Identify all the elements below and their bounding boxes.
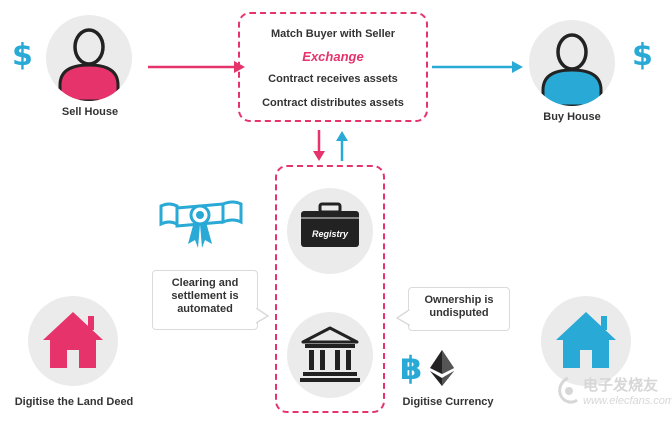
registry-to-exchange-arrowhead	[336, 131, 348, 141]
watermark: 电子发烧友 www.elecfans.com	[555, 372, 672, 412]
contract-receives-text: Contract receives assets	[268, 73, 398, 85]
ownership-line2: undisputed	[429, 307, 489, 319]
seller-avatar	[46, 15, 132, 101]
certificate-icon	[159, 200, 243, 248]
bank-circle	[287, 312, 373, 398]
house-blue-icon	[556, 312, 616, 368]
ownership-callout-pointer	[396, 310, 410, 326]
exchange-title: Exchange	[302, 49, 364, 64]
match-buyer-seller-text: Match Buyer with Seller	[270, 28, 396, 40]
ethereum-icon	[430, 350, 454, 386]
house-circle-right	[541, 296, 631, 386]
buyer-label: Buy House	[543, 111, 601, 123]
ownership-callout: Ownership is undisputed	[408, 287, 510, 331]
exchange-to-buyer-arrowhead	[512, 61, 523, 73]
clearing-line2: settlement is	[171, 290, 239, 302]
contract-distributes-text: Contract distributes assets	[262, 97, 404, 109]
buyer-dollar-icon: $	[632, 38, 653, 73]
seller-person-icon	[58, 28, 120, 101]
exchange-box: Match Buyer with Seller Exchange Contrac…	[238, 12, 428, 122]
exchange-to-registry-arrowhead	[313, 151, 325, 161]
clearing-line1: Clearing and	[171, 277, 239, 289]
buyer-person-icon	[541, 33, 603, 106]
registry-column	[275, 165, 385, 413]
house-pink-icon	[43, 312, 103, 368]
currency-label: Digitise Currency	[402, 396, 494, 408]
seller-label: Sell House	[61, 106, 119, 118]
bitcoin-icon: ฿	[400, 349, 423, 387]
land-deed-circle	[28, 296, 118, 386]
buyer-avatar	[529, 20, 615, 106]
ownership-line1: Ownership is	[424, 294, 494, 306]
seller-dollar-icon: $	[12, 38, 33, 73]
watermark-logo-icon	[558, 376, 578, 404]
bank-icon	[300, 326, 360, 382]
clearing-line3: automated	[177, 303, 233, 315]
watermark-title: 电子发烧友	[583, 377, 659, 394]
briefcase-icon: Registry	[301, 202, 359, 247]
watermark-url: www.elecfans.com	[583, 395, 672, 407]
clearing-callout: Clearing and settlement is automated	[152, 270, 258, 330]
registry-label: Registry	[312, 229, 349, 239]
clearing-callout-pointer	[256, 308, 270, 324]
registry-circle: Registry	[287, 188, 373, 274]
land-deed-label: Digitise the Land Deed	[14, 396, 134, 408]
